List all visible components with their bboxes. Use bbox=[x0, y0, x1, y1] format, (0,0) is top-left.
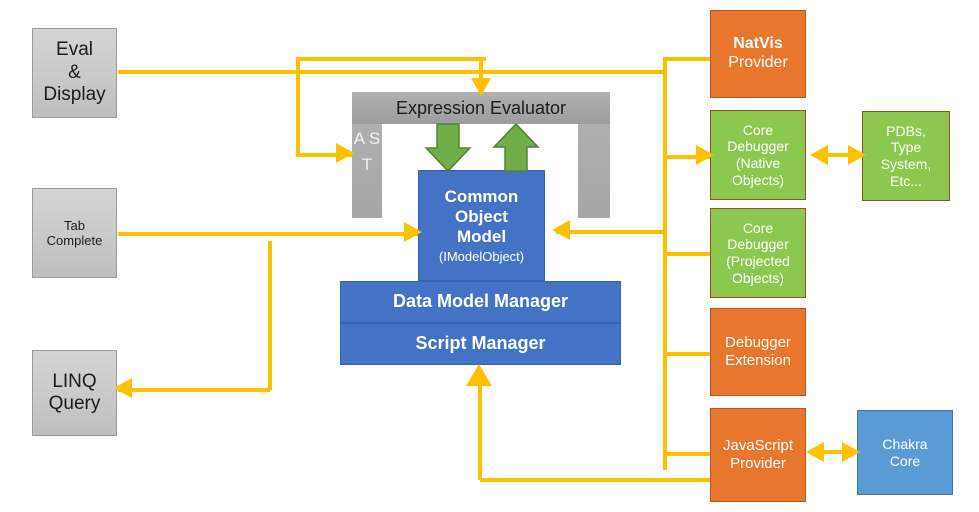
node-debugger-extension[interactable]: Debugger Extension bbox=[710, 308, 806, 396]
node-natvis-provider-label-bold: NatVis bbox=[733, 35, 783, 53]
node-core-debugger-native-label: Core Debugger (Native Objects) bbox=[727, 121, 789, 188]
node-javascript-provider[interactable]: JavaScript Provider bbox=[710, 408, 806, 502]
expression-evaluator-header: Expression Evaluator bbox=[352, 92, 610, 124]
connector-bus-to-natvis bbox=[663, 57, 712, 61]
node-debugger-extension-label: Debugger Extension bbox=[725, 334, 791, 369]
node-pdbs-type-system[interactable]: PDBs, Type System, Etc... bbox=[862, 111, 950, 201]
node-javascript-provider-label: JavaScript Provider bbox=[722, 437, 794, 472]
green-arrow-up-icon bbox=[492, 122, 540, 172]
node-eval-display-label: Eval & Display bbox=[43, 39, 106, 106]
green-arrow-down-icon bbox=[424, 123, 472, 173]
node-natvis-provider[interactable]: NatVis Provider bbox=[710, 10, 806, 98]
connector-js-provider-in bbox=[663, 452, 712, 456]
node-natvis-provider-label: Provider bbox=[728, 54, 788, 71]
connector-bus-to-core-native bbox=[663, 155, 712, 159]
connector-core-projected-to-com bbox=[556, 230, 667, 234]
node-data-model-manager-label: Data Model Manager bbox=[392, 291, 569, 312]
node-core-debugger-projected-label: Core Debugger (Projected Objects) bbox=[726, 219, 790, 286]
node-linq-query-label: LINQ Query bbox=[48, 370, 101, 414]
node-common-object-model[interactable]: Common Object Model (IModelObject) bbox=[418, 170, 545, 281]
connector-eval-down-to-ast bbox=[296, 57, 300, 155]
connector-linq-feed bbox=[268, 241, 270, 245]
connector-right-bus bbox=[663, 57, 667, 470]
node-chakra-core-label: Chakra Core bbox=[882, 435, 928, 469]
connector-into-ast bbox=[296, 153, 352, 157]
node-script-manager-label: Script Manager bbox=[415, 333, 546, 354]
expression-evaluator-label: Expression Evaluator bbox=[395, 97, 567, 118]
node-core-debugger-native[interactable]: Core Debugger (Native Objects) bbox=[710, 110, 806, 200]
node-tab-complete[interactable]: Tab Complete bbox=[32, 188, 117, 278]
node-core-debugger-projected[interactable]: Core Debugger (Projected Objects) bbox=[710, 208, 806, 298]
node-script-manager[interactable]: Script Manager bbox=[340, 323, 621, 365]
connector-top-to-ee bbox=[296, 57, 486, 61]
connector-js-bottom-out bbox=[480, 478, 712, 482]
node-linq-query[interactable]: LINQ Query bbox=[32, 350, 117, 436]
connector-eval-to-bus bbox=[118, 70, 667, 74]
node-common-object-model-label: Common Object Model bbox=[444, 186, 519, 246]
connector-linq-vertical bbox=[268, 241, 272, 390]
ast-label: A S T bbox=[353, 129, 381, 175]
connector-debugger-extension-in bbox=[663, 352, 712, 356]
node-common-object-model-sublabel: (IModelObject) bbox=[438, 248, 525, 264]
node-tab-complete-label: Tab Complete bbox=[46, 217, 103, 248]
node-data-model-manager[interactable]: Data Model Manager bbox=[340, 281, 621, 323]
node-pdbs-type-system-label: PDBs, Type System, Etc... bbox=[880, 122, 932, 189]
connector-linq-horizontal bbox=[118, 388, 270, 392]
node-chakra-core[interactable]: Chakra Core bbox=[857, 410, 953, 495]
connector-js-to-script-riser bbox=[478, 378, 482, 480]
connector-core-projected-riser bbox=[663, 230, 667, 254]
connector-core-projected-out bbox=[663, 252, 712, 256]
connector-ee-down-stub bbox=[479, 57, 483, 84]
connector-tab-complete-out bbox=[118, 232, 420, 236]
node-eval-display[interactable]: Eval & Display bbox=[32, 28, 117, 118]
